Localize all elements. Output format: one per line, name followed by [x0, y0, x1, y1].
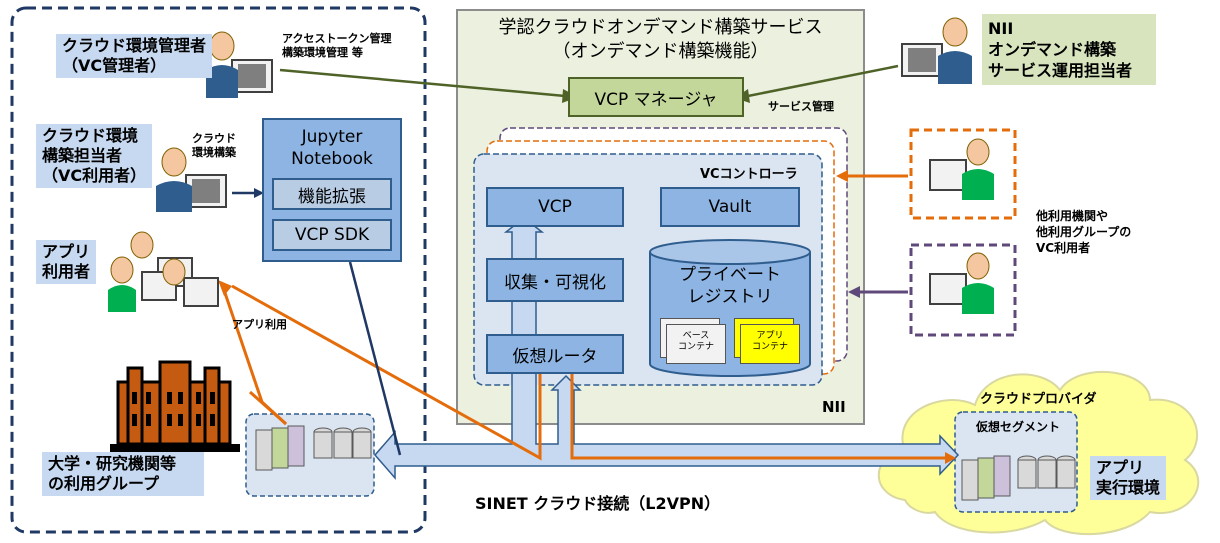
vcp-manager-box: VCP マネージャ [568, 77, 744, 117]
cloud-builder-task: クラウド 環境構築 [192, 132, 236, 159]
service-title: 学認クラウドオンデマンド構築サービス （オンデマンド構築機能） [498, 17, 823, 62]
app-user-label: アプリ 利用者 [36, 240, 97, 284]
app-env-label: アプリ 実行環境 [1090, 456, 1167, 500]
jupyter-to-sinet-line [348, 261, 402, 456]
university-label: 大学・研究機関等 の利用グループ [42, 452, 204, 496]
virtual-segment-label: 仮想セグメント [976, 420, 1061, 434]
vc-controller-label: VCコントローラ [700, 167, 798, 182]
cloud-servers-icon [961, 455, 1076, 501]
jupyter-title: Jupyter Notebook [291, 127, 373, 169]
vcp-sdk-box: VCP SDK [272, 219, 392, 251]
app-users-person-icon [108, 231, 219, 312]
left-region-border [10, 6, 427, 534]
cloud-admin-person-icon [206, 31, 273, 98]
cloud-builder-label: クラウド環境 構築担当者 （VC利用者） [36, 124, 153, 188]
university-servers-icon [255, 425, 372, 471]
app-container: アプリ コンテナ [740, 324, 800, 364]
private-registry-label: プライベート レジストリ [679, 265, 781, 307]
service-mgmt-label: サービス管理 [768, 100, 834, 113]
purple-user-person-icon [929, 252, 994, 314]
nii-operator-person-icon [901, 17, 972, 84]
operator-to-manager-arrow [747, 64, 899, 98]
cloud-admin-label: クラウド環境管理者 （VC管理者） [56, 34, 213, 78]
app-use-label: アプリ利用 [232, 318, 287, 331]
nii-label: NII [822, 398, 846, 416]
university-building-icon [110, 360, 240, 452]
orange-user-person-icon [929, 138, 994, 200]
extension-box: 機能拡張 [272, 178, 392, 210]
cloud-provider-label: クラウドプロバイダ [980, 392, 1097, 407]
admin-to-manager-arrow [279, 68, 566, 98]
vcp-box: VCP [486, 187, 624, 227]
cloud-builder-person-icon [156, 147, 227, 212]
nii-operator-label: NII オンデマンド構築 サービス運用担当者 [982, 14, 1156, 85]
other-users-label: 他利用機関や 他利用グループの VC利用者 [1036, 209, 1132, 255]
vault-box: Vault [660, 187, 800, 227]
base-container: ベース コンテナ [666, 324, 726, 364]
virtual-router-box: 仮想ルータ [486, 334, 624, 374]
sinet-label: SINET クラウド接続（L2VPN） [475, 494, 721, 513]
cloud-admin-task: アクセストークン管理 構築環境管理 等 [282, 32, 392, 59]
collect-visualize-box: 収集・可視化 [486, 258, 624, 302]
